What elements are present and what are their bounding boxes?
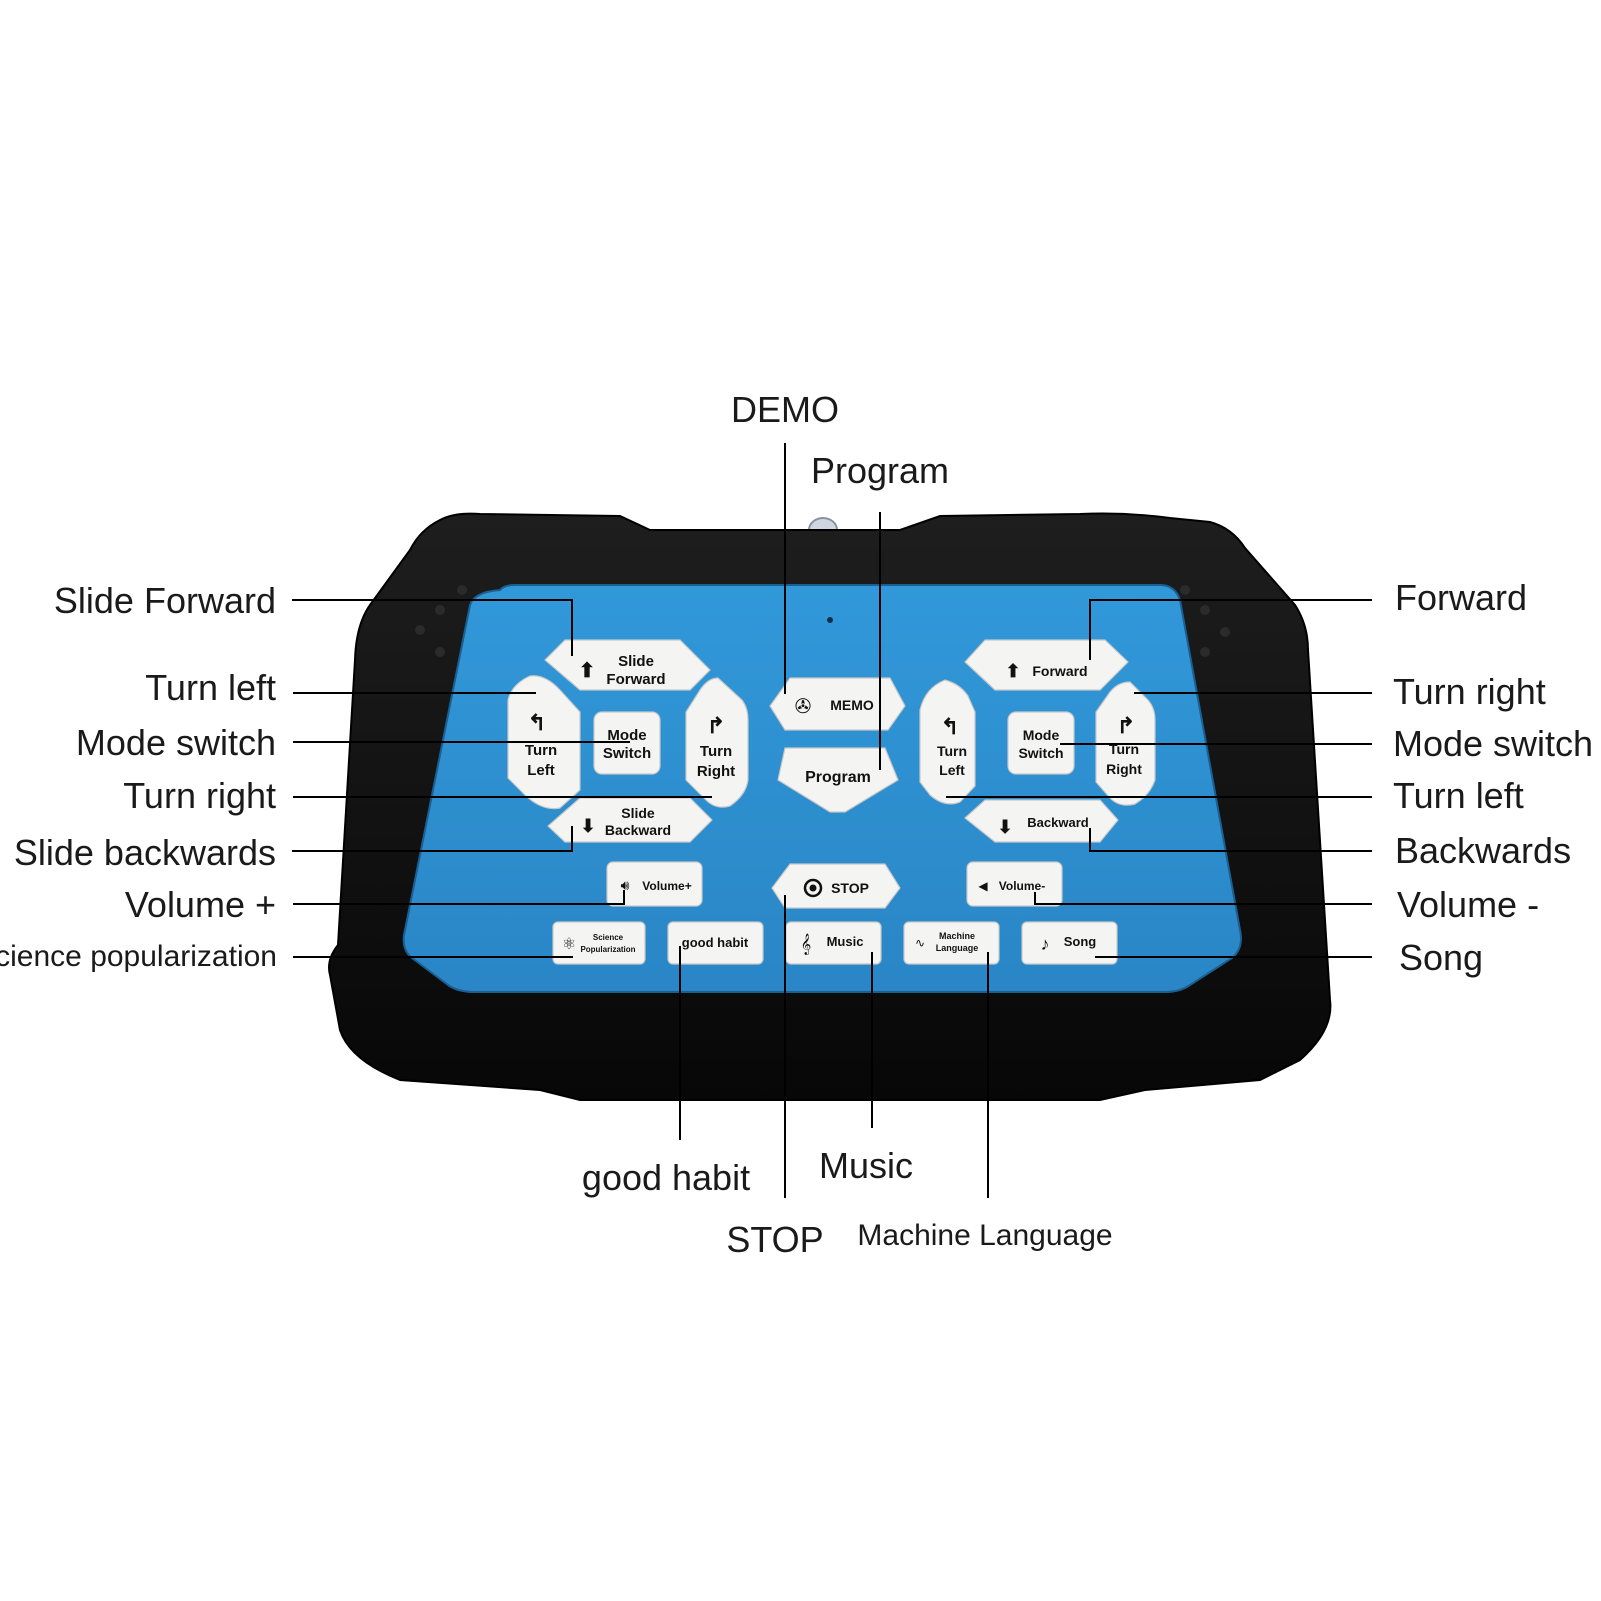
svg-text:Volume-: Volume- (999, 879, 1045, 893)
arrow-down-icon: ⬇ (580, 816, 595, 836)
svg-text:Slide: Slide (618, 653, 654, 670)
svg-text:Backward: Backward (605, 822, 671, 838)
svg-text:Forward: Forward (1032, 663, 1087, 679)
arrow-up-icon-2: ⬆ (1005, 661, 1020, 681)
svg-text:Mode: Mode (607, 727, 646, 744)
film-note-icon: ✇ (795, 696, 812, 718)
svg-text:Slide: Slide (621, 805, 655, 821)
svg-text:Left: Left (939, 762, 965, 778)
record-stop-icon (803, 878, 823, 898)
memo-key[interactable]: ✇ MEMO (769, 677, 906, 731)
turn-left-key-right[interactable]: ↰ Turn Left (919, 679, 976, 805)
treble-clef-icon: 𝄞 (801, 934, 812, 955)
callout-labels: DEMO Program Slide Forward Turn left Mod… (0, 389, 1593, 1260)
callout-music: Music (819, 1145, 913, 1186)
mode-switch-key-right[interactable]: Mode Switch (1007, 711, 1075, 775)
turn-right-icon-2: ↱ (1117, 713, 1135, 738)
svg-text:Volume+: Volume+ (642, 879, 691, 893)
svg-text:Song: Song (1064, 934, 1097, 949)
svg-text:Turn: Turn (700, 743, 732, 760)
svg-text:Language: Language (936, 943, 979, 953)
turn-left-icon: ↰ (528, 710, 546, 735)
callout-science-popularization: Science popularization (0, 940, 277, 973)
turn-left-icon-2: ↰ (941, 714, 959, 739)
svg-text:Right: Right (697, 763, 735, 780)
volume-minus-key[interactable]: ◀︎ Volume- (966, 861, 1063, 907)
svg-text:Mode: Mode (1023, 727, 1060, 743)
svg-text:Right: Right (1106, 761, 1142, 777)
leader-lines (292, 443, 1372, 1198)
callout-mode-switch-left: Mode switch (76, 722, 276, 763)
svg-text:Science: Science (593, 933, 624, 942)
music-key[interactable]: 𝄞 Music (785, 921, 882, 965)
backward-key[interactable]: ⬇ Backward (964, 799, 1119, 843)
callout-program: Program (811, 450, 949, 491)
callout-slide-backwards: Slide backwards (14, 832, 276, 873)
svg-text:Backward: Backward (1027, 815, 1088, 830)
svg-text:Turn: Turn (937, 743, 967, 759)
svg-text:Machine: Machine (939, 931, 975, 941)
indicator-dot (827, 617, 833, 623)
callout-turn-left-right: Turn left (1393, 775, 1524, 816)
callout-backwards: Backwards (1395, 830, 1571, 871)
svg-text:good habit: good habit (682, 935, 749, 950)
svg-text:Left: Left (527, 762, 555, 779)
waveform-icon: ∿ (915, 936, 925, 950)
svg-text:STOP: STOP (831, 880, 869, 896)
callout-forward: Forward (1395, 577, 1527, 618)
arrow-up-icon: ⬆ (579, 660, 596, 682)
callout-volume-plus: Volume + (125, 884, 276, 925)
music-note-icon: ♪ (1041, 934, 1050, 954)
callout-song: Song (1399, 937, 1483, 978)
volume-plus-key[interactable]: 🔊︎ Volume+ (606, 861, 703, 907)
program-key[interactable]: Program (777, 747, 899, 813)
speaker-icon-2: ◀︎ (978, 879, 988, 893)
callout-machine-language: Machine Language (857, 1219, 1112, 1252)
callout-good-habit: good habit (582, 1157, 750, 1198)
speaker-holes (415, 585, 1230, 657)
svg-text:Turn: Turn (525, 742, 557, 759)
svg-text:Switch: Switch (603, 745, 651, 762)
svg-text:Program: Program (805, 769, 871, 786)
turn-right-key-left[interactable]: ↱ Turn Right (685, 677, 749, 808)
callout-turn-right-left: Turn right (123, 775, 276, 816)
svg-text:MEMO: MEMO (830, 697, 874, 713)
callout-slide-forward: Slide Forward (54, 580, 276, 621)
callout-turn-left-left: Turn left (145, 667, 276, 708)
science-popularization-key[interactable]: ⚛ Science Popularization (552, 921, 646, 965)
song-key[interactable]: ♪ Song (1021, 921, 1118, 965)
machine-language-key[interactable]: ∿ Machine Language (903, 921, 1000, 965)
atom-icon: ⚛ (562, 936, 576, 953)
callout-volume-minus: Volume - (1397, 884, 1539, 925)
svg-text:Switch: Switch (1018, 745, 1063, 761)
svg-text:Music: Music (827, 934, 864, 949)
callout-demo: DEMO (731, 389, 839, 430)
turn-right-icon: ↱ (707, 713, 725, 738)
forward-key[interactable]: ⬆ Forward (964, 639, 1129, 691)
speaker-icon: 🔊︎ (621, 877, 630, 893)
arrow-down-icon-2: ⬇ (997, 817, 1012, 837)
slide-forward-key[interactable]: ⬆ Slide Forward (544, 639, 711, 691)
callout-mode-switch-right: Mode switch (1393, 723, 1593, 764)
good-habit-key[interactable]: good habit (667, 921, 764, 965)
callout-stop: STOP (726, 1219, 823, 1260)
svg-text:Forward: Forward (606, 671, 665, 688)
callout-turn-right-right: Turn right (1393, 671, 1546, 712)
stop-key[interactable]: STOP (771, 863, 901, 909)
svg-text:Popularization: Popularization (580, 945, 635, 954)
